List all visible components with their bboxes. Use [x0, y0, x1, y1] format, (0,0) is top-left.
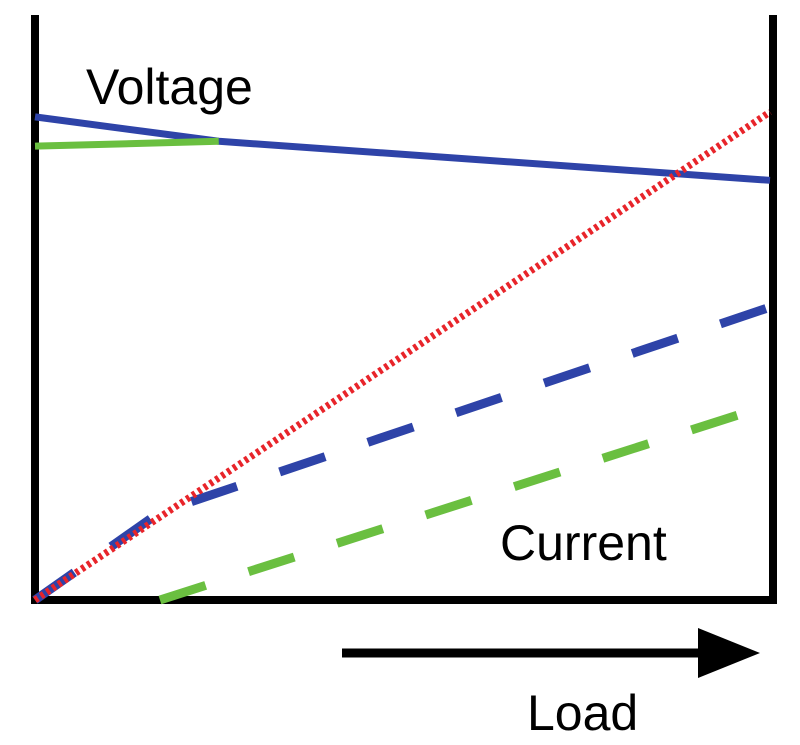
- current-label: Current: [500, 515, 667, 571]
- series-reference-red: [33, 109, 772, 603]
- series-layer: [32, 109, 772, 605]
- series-voltage-blue: [34, 113, 771, 184]
- voltage-label: Voltage: [86, 59, 253, 115]
- series-current-green: [158, 400, 772, 605]
- load-arrow-icon: [342, 628, 760, 678]
- series-voltage-green: [34, 137, 219, 150]
- x-axis-label: Load: [527, 685, 638, 741]
- series-current-blue: [32, 302, 772, 604]
